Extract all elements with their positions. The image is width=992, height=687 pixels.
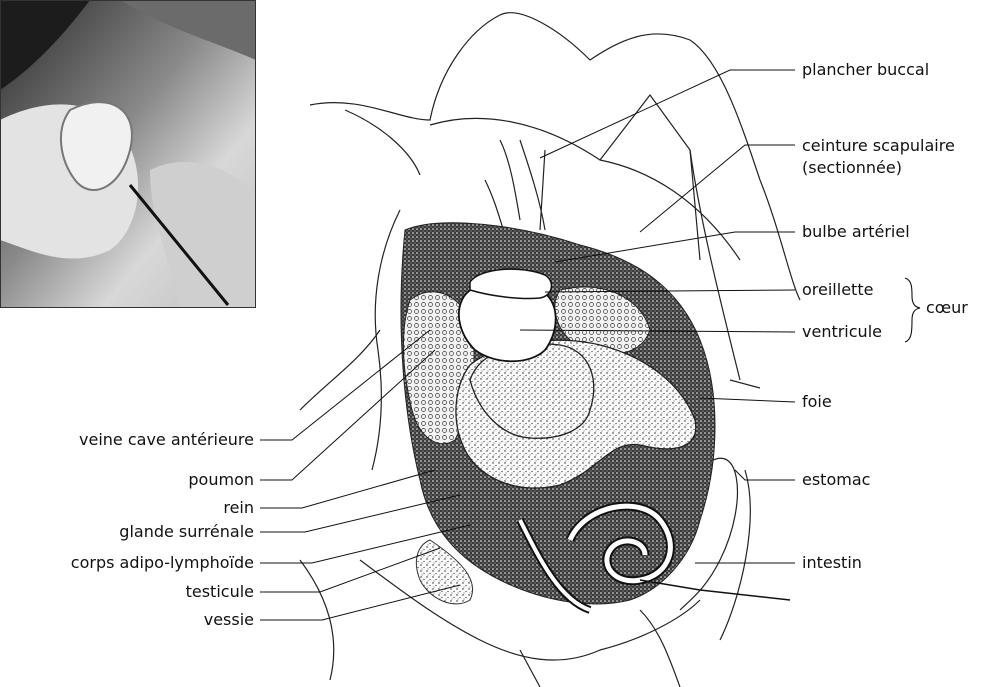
label-testicule: testicule	[186, 582, 254, 602]
label-bulbe-arteriel: bulbe artériel	[802, 222, 910, 242]
label-ceinture-sectionnee: (sectionnée)	[802, 158, 902, 178]
label-rein: rein	[223, 498, 254, 518]
label-plancher-buccal: plancher buccal	[802, 60, 929, 80]
label-veine-cave: veine cave antérieure	[79, 430, 254, 450]
label-poumon: poumon	[188, 470, 254, 490]
label-intestin: intestin	[802, 553, 862, 573]
label-corps-adipo: corps adipo-lymphoïde	[71, 553, 254, 573]
viscera	[401, 223, 790, 610]
inset-photo	[0, 0, 256, 308]
label-coeur: cœur	[926, 298, 968, 318]
label-estomac: estomac	[802, 470, 870, 490]
label-ventricule: ventricule	[802, 322, 882, 342]
label-glande-surrenale: glande surrénale	[119, 522, 254, 542]
label-foie: foie	[802, 392, 832, 412]
label-vessie: vessie	[204, 610, 254, 630]
label-ceinture-scapulaire: ceinture scapulaire	[802, 136, 955, 156]
label-oreillette: oreillette	[802, 280, 873, 300]
